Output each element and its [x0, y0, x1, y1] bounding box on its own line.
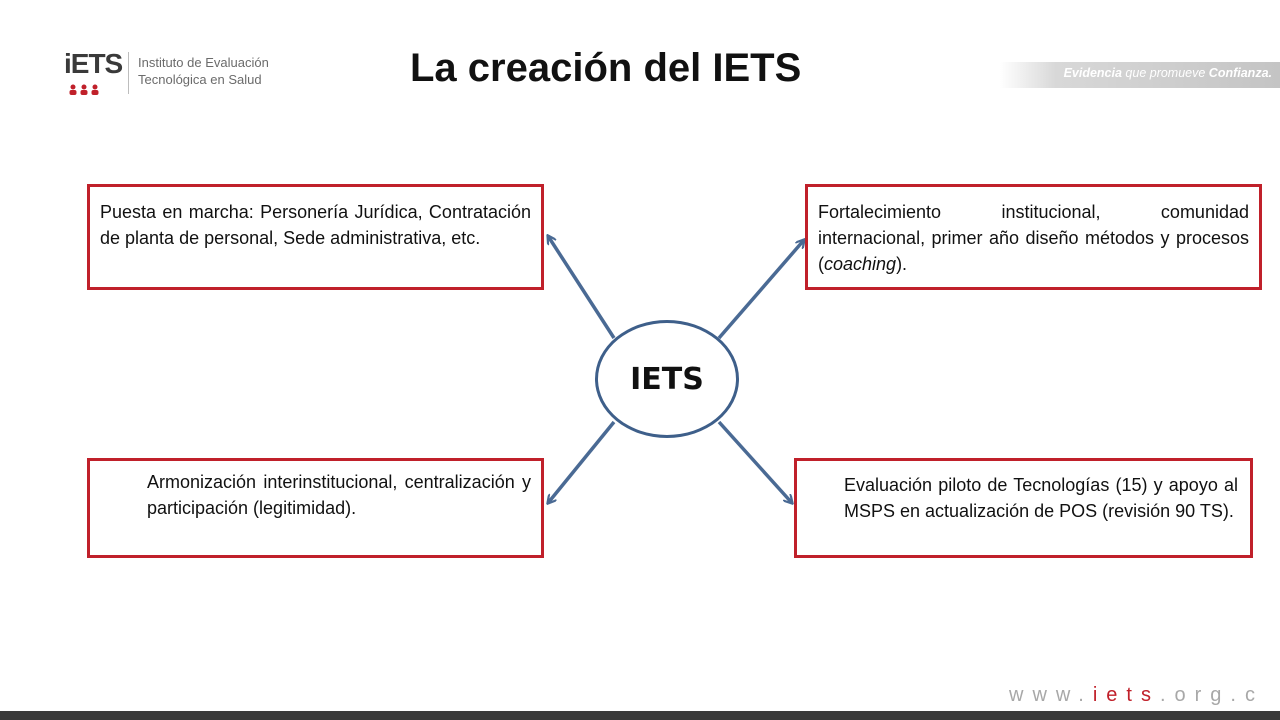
box-top-right-text-start: Fortalecimiento institucional, comunidad… [818, 202, 1249, 274]
tagline-middle: que promueve [1121, 66, 1209, 80]
box-bottom-right: Evaluación piloto de Tecnologías (15) y … [794, 458, 1253, 558]
box-top-right: Fortalecimiento institucional, comunidad… [805, 184, 1262, 290]
url-prefix: www. [1009, 684, 1093, 706]
logo-name-line2: Tecnológica en Salud [138, 72, 262, 87]
box-top-right-text-end: ). [896, 254, 908, 274]
box-bottom-left-text: Armonización interinstitucional, central… [147, 472, 531, 518]
url-suffix: .org.c [1159, 684, 1264, 706]
box-bottom-right-text: Evaluación piloto de Tecnologías (15) y … [844, 475, 1238, 521]
tagline-band: Evidencia que promueve Confianza. [1000, 62, 1280, 88]
arrow-to-top-right [717, 240, 804, 340]
logo-mark-text: iETS [64, 48, 123, 79]
logo-name-line1: Instituto de Evaluación [138, 55, 269, 70]
box-top-right-text: Fortalecimiento institucional, comunidad… [818, 202, 1249, 274]
center-node-label: IETS [630, 361, 704, 397]
logo-divider [128, 52, 129, 94]
footer-bar [0, 711, 1280, 720]
iets-logo: iETS Instituto de Evaluación Tecnológica… [58, 46, 288, 98]
center-node: IETS [595, 320, 739, 438]
logo-institution-name: Instituto de Evaluación Tecnológica en S… [138, 54, 269, 88]
tagline: Evidencia que promueve Confianza. [1064, 66, 1272, 80]
arrow-to-bottom-right [717, 420, 792, 503]
box-top-left: Puesta en marcha: Personería Jurídica, C… [87, 184, 544, 290]
tagline-evidencia: Evidencia [1063, 66, 1122, 80]
box-top-right-text-italic: coaching [824, 254, 897, 274]
arrow-to-bottom-left [548, 420, 616, 503]
slide-title: La creación del IETS [410, 46, 802, 90]
logo-mark: iETS [58, 46, 123, 98]
footer-url: www.iets.org.c [1009, 684, 1264, 707]
tagline-confianza: Confianza. [1208, 66, 1272, 80]
arrow-to-top-left [548, 236, 616, 339]
box-top-left-text: Puesta en marcha: Personería Jurídica, C… [100, 202, 531, 248]
url-accent: iets [1092, 684, 1160, 706]
people-icon [69, 84, 99, 95]
box-bottom-left: Armonización interinstitucional, central… [87, 458, 544, 558]
